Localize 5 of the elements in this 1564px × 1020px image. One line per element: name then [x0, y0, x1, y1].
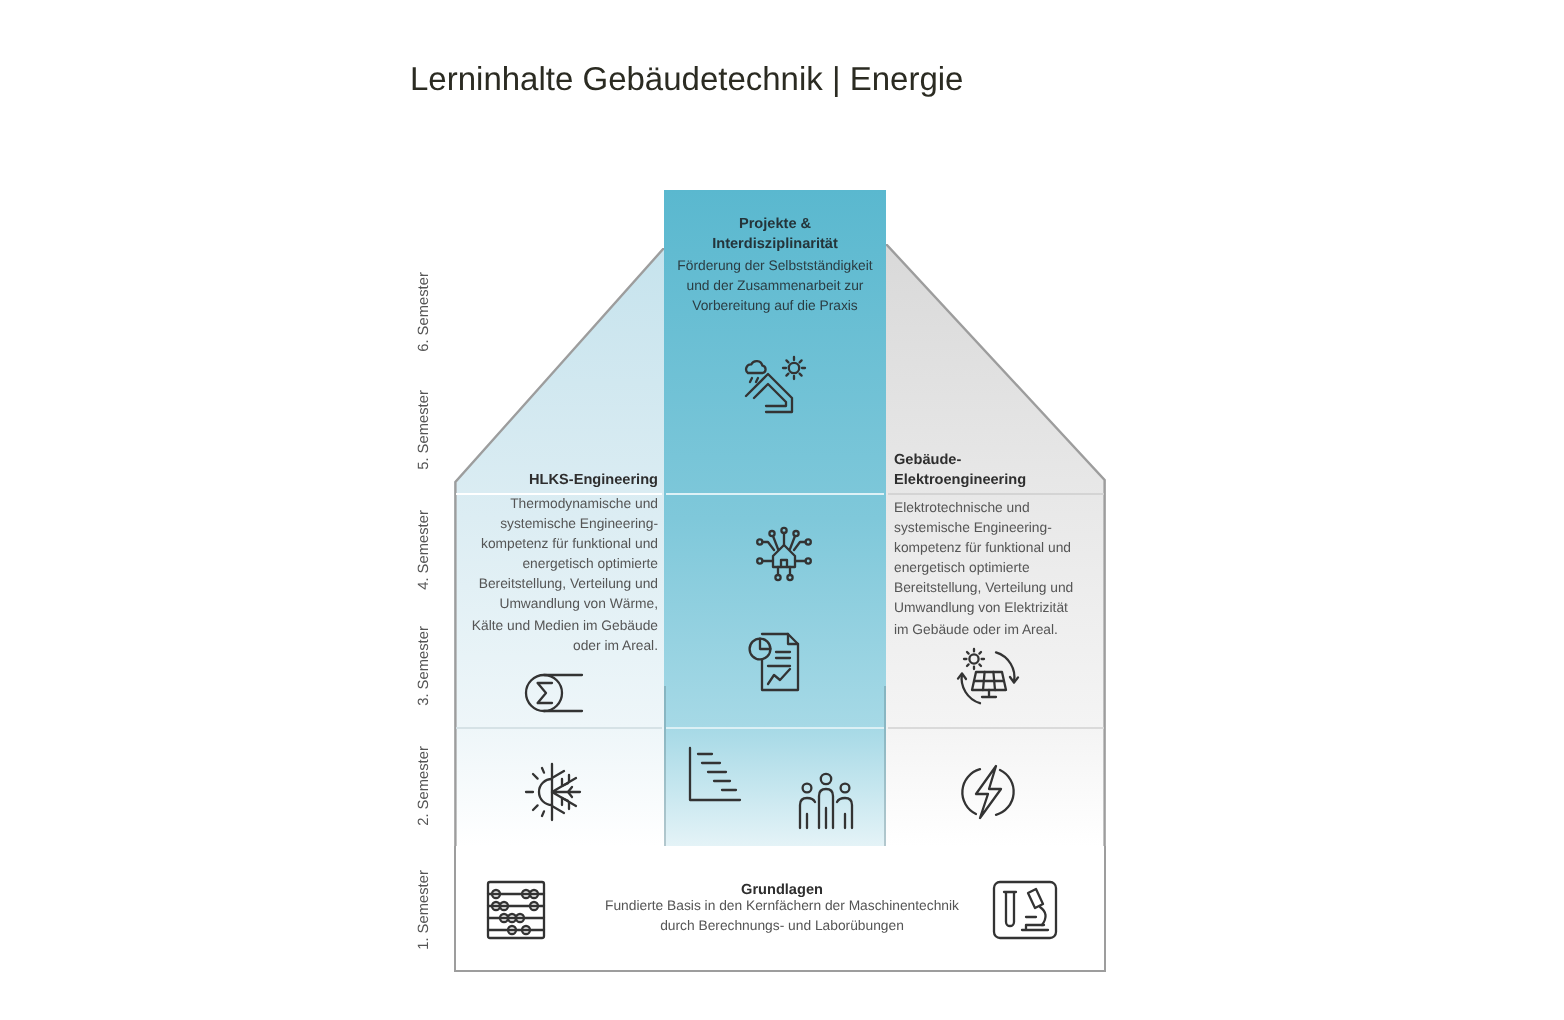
- side-panel: [886, 244, 1106, 846]
- base-panel: [454, 846, 1106, 972]
- center-column-panel: [664, 190, 886, 846]
- diagram-title: Lerninhalte Gebäudetechnik | Energie: [410, 60, 964, 100]
- side-panel: [454, 248, 664, 846]
